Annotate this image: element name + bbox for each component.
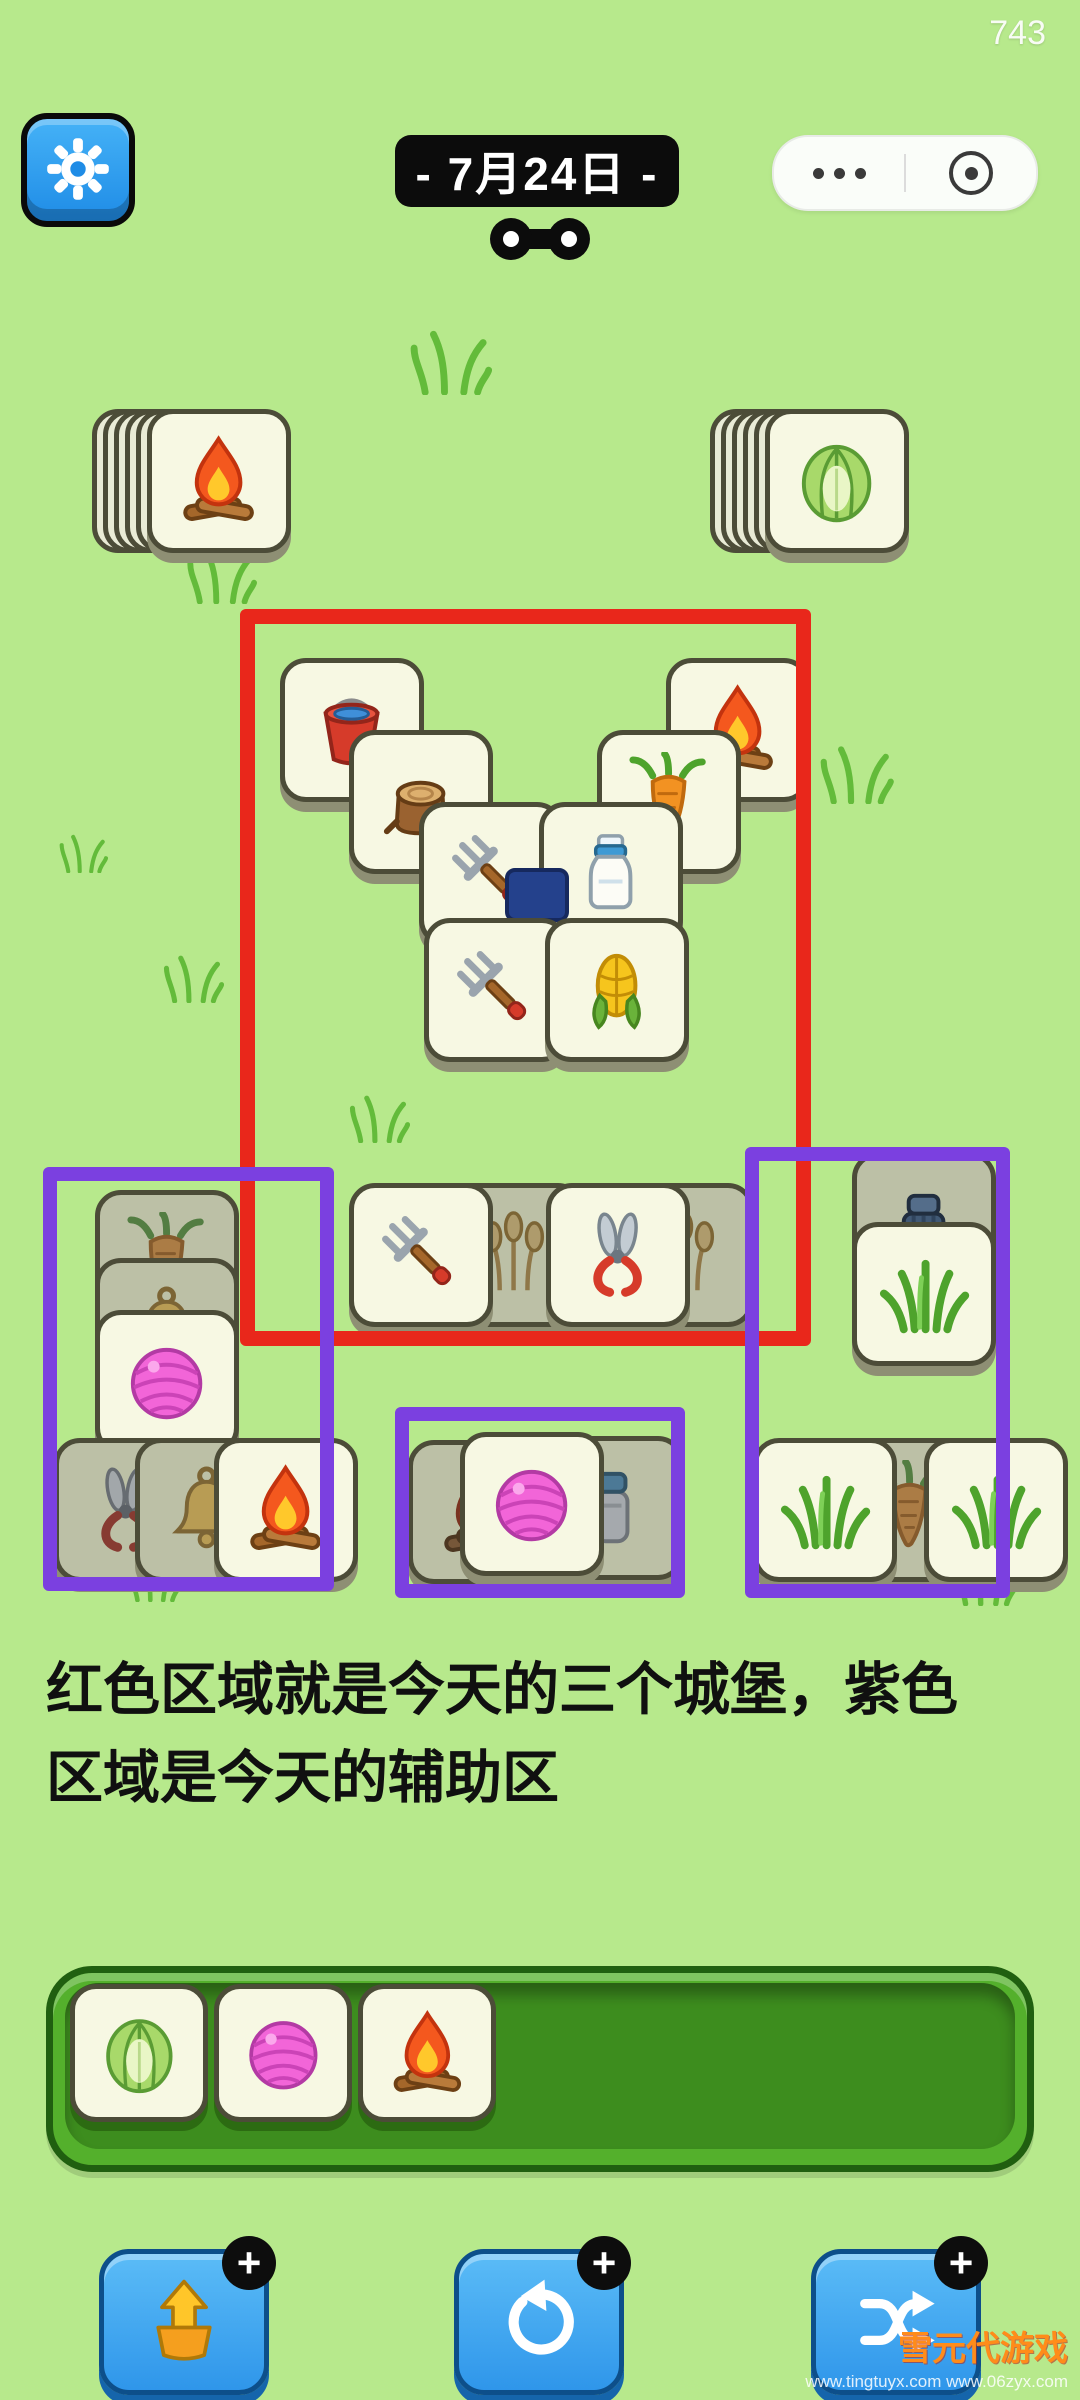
watermark: 雪元代游戏 www.tingtuyx.com www.06zyx.com [805,2321,1068,2392]
tile-pitchfork[interactable] [424,918,568,1062]
watermark-urls: www.tingtuyx.com www.06zyx.com [805,2372,1068,2391]
tile-face [545,918,689,1062]
more-menu-button[interactable] [774,137,904,209]
grass-tuft-decoration [58,832,109,874]
gear-icon [43,134,113,207]
tile-cabbage[interactable] [765,409,909,553]
miniprogram-capsule [772,135,1038,211]
plus-badge: + [934,2236,988,2290]
tile-face [546,1183,690,1327]
grass-tuft-decoration [408,326,493,396]
boost-undo-button[interactable]: + [454,2236,631,2395]
tile-grass[interactable] [924,1438,1068,1582]
tile-campfire[interactable] [147,409,291,553]
plus-badge: + [577,2236,631,2290]
pocket-icon [138,2276,230,2368]
undo-icon [493,2276,585,2368]
capsule-divider [904,154,906,192]
hidden-tile-sliver [505,868,569,922]
tile-face [765,409,909,553]
tray-tile-cabbage[interactable] [70,1984,208,2122]
target-icon [949,151,993,195]
boost-pocket-button[interactable]: + [99,2236,276,2395]
watermark-title: 雪元代游戏 [898,2330,1068,2368]
grass-tuft-decoration [162,952,225,1004]
guide-caption: 红色区域就是今天的三个城堡，紫色区域是今天的辅助区 [46,1658,958,1811]
date-pill: - 7月24日 - [395,135,679,207]
tile-pitchfork[interactable] [349,1183,493,1327]
tile-face [214,1438,358,1582]
tile-face [358,1984,496,2122]
tile-yarn[interactable] [460,1432,604,1576]
tile-face [852,1222,996,1366]
tile-face [460,1432,604,1576]
bone-decoration [488,216,592,262]
tile-face [424,918,568,1062]
tile-grass[interactable] [753,1438,897,1582]
tile-face [214,1984,352,2122]
settings-button[interactable] [21,113,135,227]
grass-tuft-decoration [818,742,894,805]
notification-count: 743 [989,14,1046,52]
tray-tile-campfire[interactable] [358,1984,496,2122]
tile-face [349,1183,493,1327]
boost-shuffle-button[interactable]: + [811,2236,988,2395]
plus-badge: + [222,2236,276,2290]
tile-face [924,1438,1068,1582]
ellipsis-icon [854,167,866,179]
date-label: - 7月24日 - [415,148,659,200]
minimize-button[interactable] [906,137,1036,209]
tile-face [753,1438,897,1582]
ellipsis-icon [833,167,845,179]
tile-face [70,1984,208,2122]
ellipsis-icon [812,167,824,179]
grass-tuft-decoration [348,1092,411,1144]
tile-grass[interactable] [852,1222,996,1366]
tile-tray [46,1966,1034,2172]
tray-tile-yarn[interactable] [214,1984,352,2122]
tile-yarn[interactable] [95,1310,239,1454]
shuffle-icon [850,2276,942,2368]
tile-corn[interactable] [545,918,689,1062]
tile-face [95,1310,239,1454]
grass-tuft-decoration [185,545,257,605]
tile-face [147,409,291,553]
tile-shears[interactable] [546,1183,690,1327]
tile-campfire[interactable] [214,1438,358,1582]
